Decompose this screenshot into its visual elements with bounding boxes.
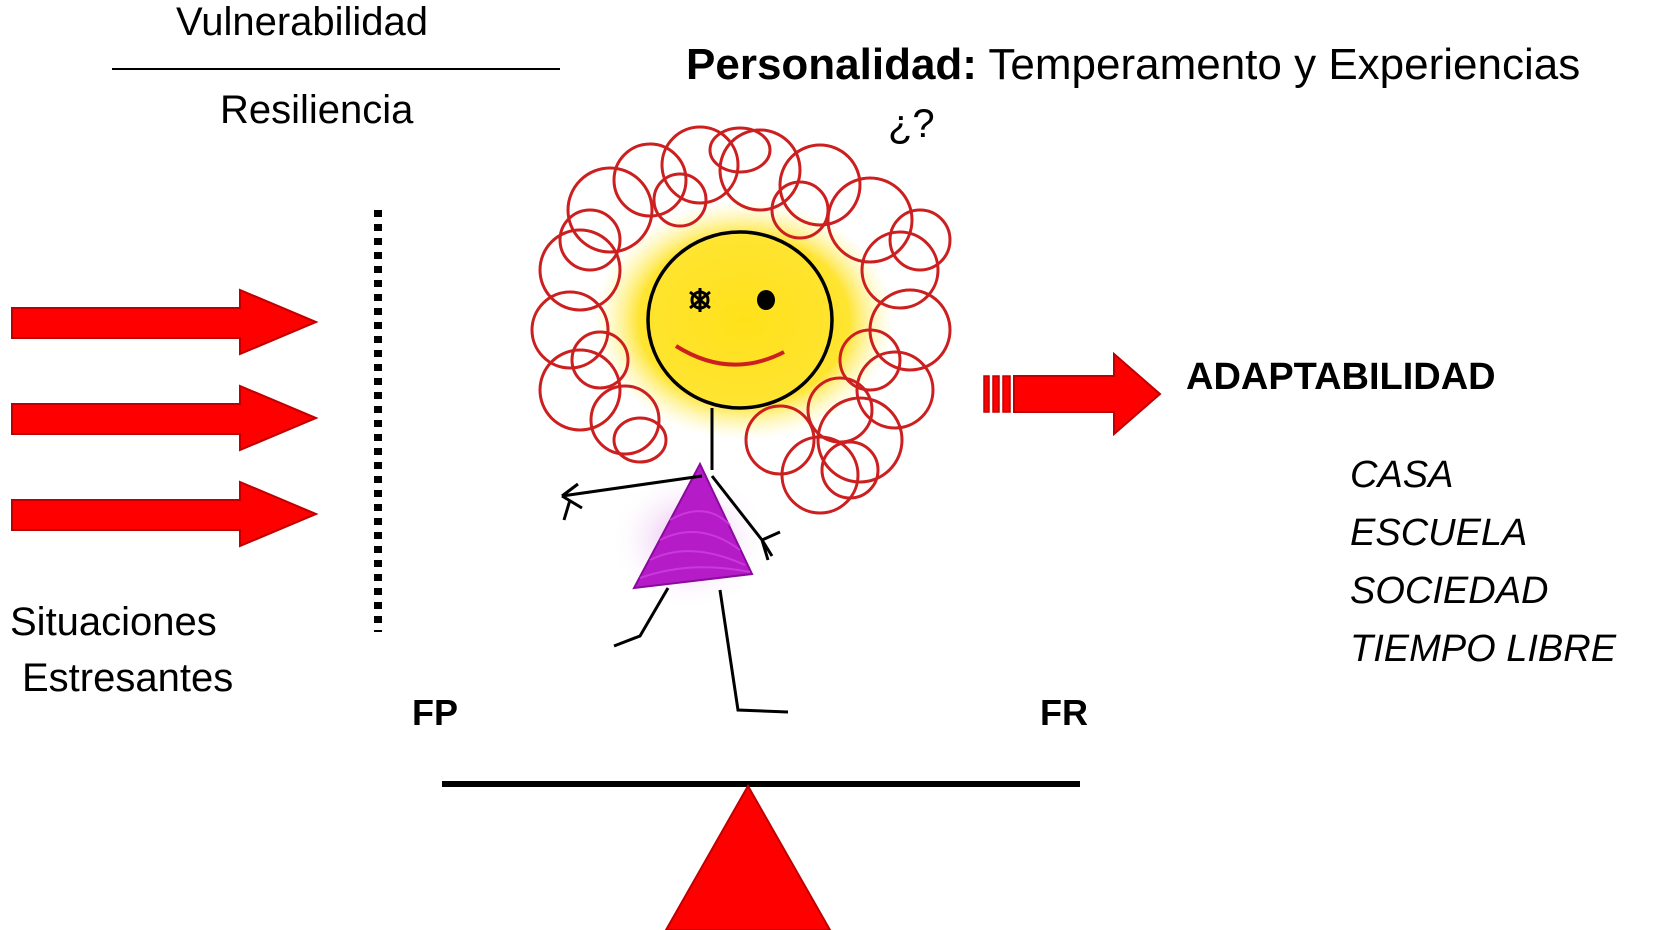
stress-arrow-icon xyxy=(11,384,319,452)
child-drawing-icon xyxy=(530,125,952,714)
vulnerability-label: Vulnerabilidad xyxy=(176,0,429,44)
question-mark: ¿? xyxy=(888,102,935,146)
context-item: CASA xyxy=(1350,454,1454,496)
fr-label: FR xyxy=(1040,692,1088,733)
context-item: TIEMPO LIBRE xyxy=(1350,628,1617,670)
stress-label-line-2: Estresantes xyxy=(22,656,234,700)
stress-arrow-icon xyxy=(11,288,319,356)
stress-arrow-icon xyxy=(11,480,319,548)
fp-label: FP xyxy=(412,692,459,733)
stress-label-line-1: Situaciones xyxy=(10,600,217,644)
stress-arrows xyxy=(11,288,319,548)
fulcrum-triangle-icon xyxy=(664,783,832,930)
adaptability-label: ADAPTABILIDAD xyxy=(1186,356,1496,398)
personality-title: Personalidad: Temperamento y Experiencia… xyxy=(686,40,1580,90)
fraction-bar xyxy=(112,68,560,70)
resilience-label: Resiliencia xyxy=(220,88,414,132)
context-list: CASA ESCUELA SOCIEDAD TIEMPO LIBRE xyxy=(1350,446,1616,678)
personality-title-rest: Temperamento y Experiencias xyxy=(976,40,1581,89)
personality-title-bold: Personalidad: xyxy=(686,40,977,89)
context-item: ESCUELA xyxy=(1350,512,1528,554)
context-item: SOCIEDAD xyxy=(1350,570,1549,612)
stress-situations-label: Situaciones Estresantes xyxy=(10,594,233,706)
outcome-arrow-icon xyxy=(983,351,1162,437)
